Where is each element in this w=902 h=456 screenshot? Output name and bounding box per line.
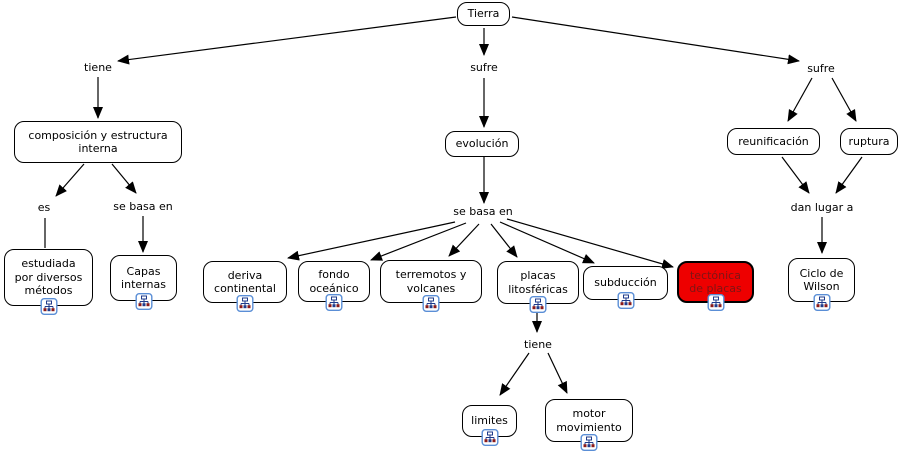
connector-composicion-es [55,163,85,197]
link-label-tiene-left[interactable]: tiene [84,61,112,74]
link-label-dan-lugar-a[interactable]: dan lugar a [790,201,854,214]
connector-sufre-ruptura [831,77,857,122]
submap-icon[interactable] [325,294,343,311]
node-subduccion[interactable]: subducción [583,266,668,309]
node-limites[interactable]: limites [462,405,517,446]
submap-icon[interactable] [813,294,830,311]
node-label: deriva continental [214,268,276,296]
node-label: placas litosféricas [508,269,568,296]
node-label: terremotos y volcanes [395,268,467,295]
connector-sebasa-deriva [287,221,456,261]
connector-tierra-sufre-right [511,16,800,65]
node-label: evolución [455,137,509,151]
node-fondo-oceanico[interactable]: fondo oceánico [298,261,370,311]
node-label: estudiada por diversos métodos [14,257,83,298]
submap-icon[interactable] [529,296,547,313]
node-label: Capas internas [121,264,166,292]
node-ruptura[interactable]: ruptura [840,128,898,155]
node-composicion-y-estructura-interna[interactable]: composición y estructura interna [14,121,182,163]
node-tierra[interactable]: Tierra [457,2,510,26]
link-label-sufre-right[interactable]: sufre [807,62,835,75]
connector-tierra-tiene [117,16,457,65]
link-label-es[interactable]: es [37,201,51,214]
submap-icon[interactable] [580,434,598,451]
connector-composicion-sebasa [111,163,137,194]
connector-sufre-reunificacion [787,77,813,122]
connector-tiene-limites [499,352,530,396]
node-capas-internas[interactable]: Capas internas [110,255,177,310]
submap-icon[interactable] [135,293,152,310]
node-label: limites [471,414,508,428]
submap-icon[interactable] [422,295,440,312]
node-label: Ciclo de Wilson [799,266,844,294]
connector-sebasa-tectonica [506,218,674,269]
submap-icon[interactable] [617,292,634,309]
connector-sebasa-terremotos [448,223,480,257]
node-evolucion[interactable]: evolución [445,131,519,157]
link-label-tiene-bottom[interactable]: tiene [524,338,552,351]
node-label: ruptura [848,134,890,148]
submap-icon[interactable] [707,294,724,311]
connector-sebasa-fondo [370,222,467,261]
node-label: composición y estructura interna [28,128,168,156]
connector-tiene-motor [547,352,568,394]
submap-icon[interactable] [481,429,498,446]
node-placas-litosfericas[interactable]: placas litosféricas [497,261,579,313]
node-estudiada-por-diversos-metodos[interactable]: estudiada por diversos métodos [4,249,93,315]
connector-sebasa-subduccion [499,221,595,264]
node-motor-movimiento[interactable]: motor movimiento [545,399,633,451]
node-ciclo-de-wilson[interactable]: Ciclo de Wilson [788,258,855,311]
node-label: tectónica de placas [689,268,742,296]
node-label: reunificación [738,134,809,148]
node-label: subducción [594,276,657,290]
node-label: fondo oceánico [309,268,359,295]
node-label: Tierra [467,7,500,21]
submap-icon[interactable] [236,295,254,312]
link-label-se-basa-center[interactable]: se basa en [453,205,513,218]
node-label: motor movimiento [556,407,622,434]
connector-reunificacion-danlugar [781,156,810,194]
node-reunificacion[interactable]: reunificación [727,128,820,155]
node-deriva-continental[interactable]: deriva continental [203,261,287,312]
connector-ruptura-danlugar [835,156,863,194]
link-label-sufre-center[interactable]: sufre [470,61,498,74]
node-terremotos-y-volcanes[interactable]: terremotos y volcanes [380,260,482,312]
link-label-se-basa-left[interactable]: se basa en [113,200,173,213]
node-tectonica-de-placas[interactable]: tectónica de placas [677,261,754,311]
connector-sebasa-placas [490,223,518,258]
submap-icon[interactable] [40,298,57,315]
